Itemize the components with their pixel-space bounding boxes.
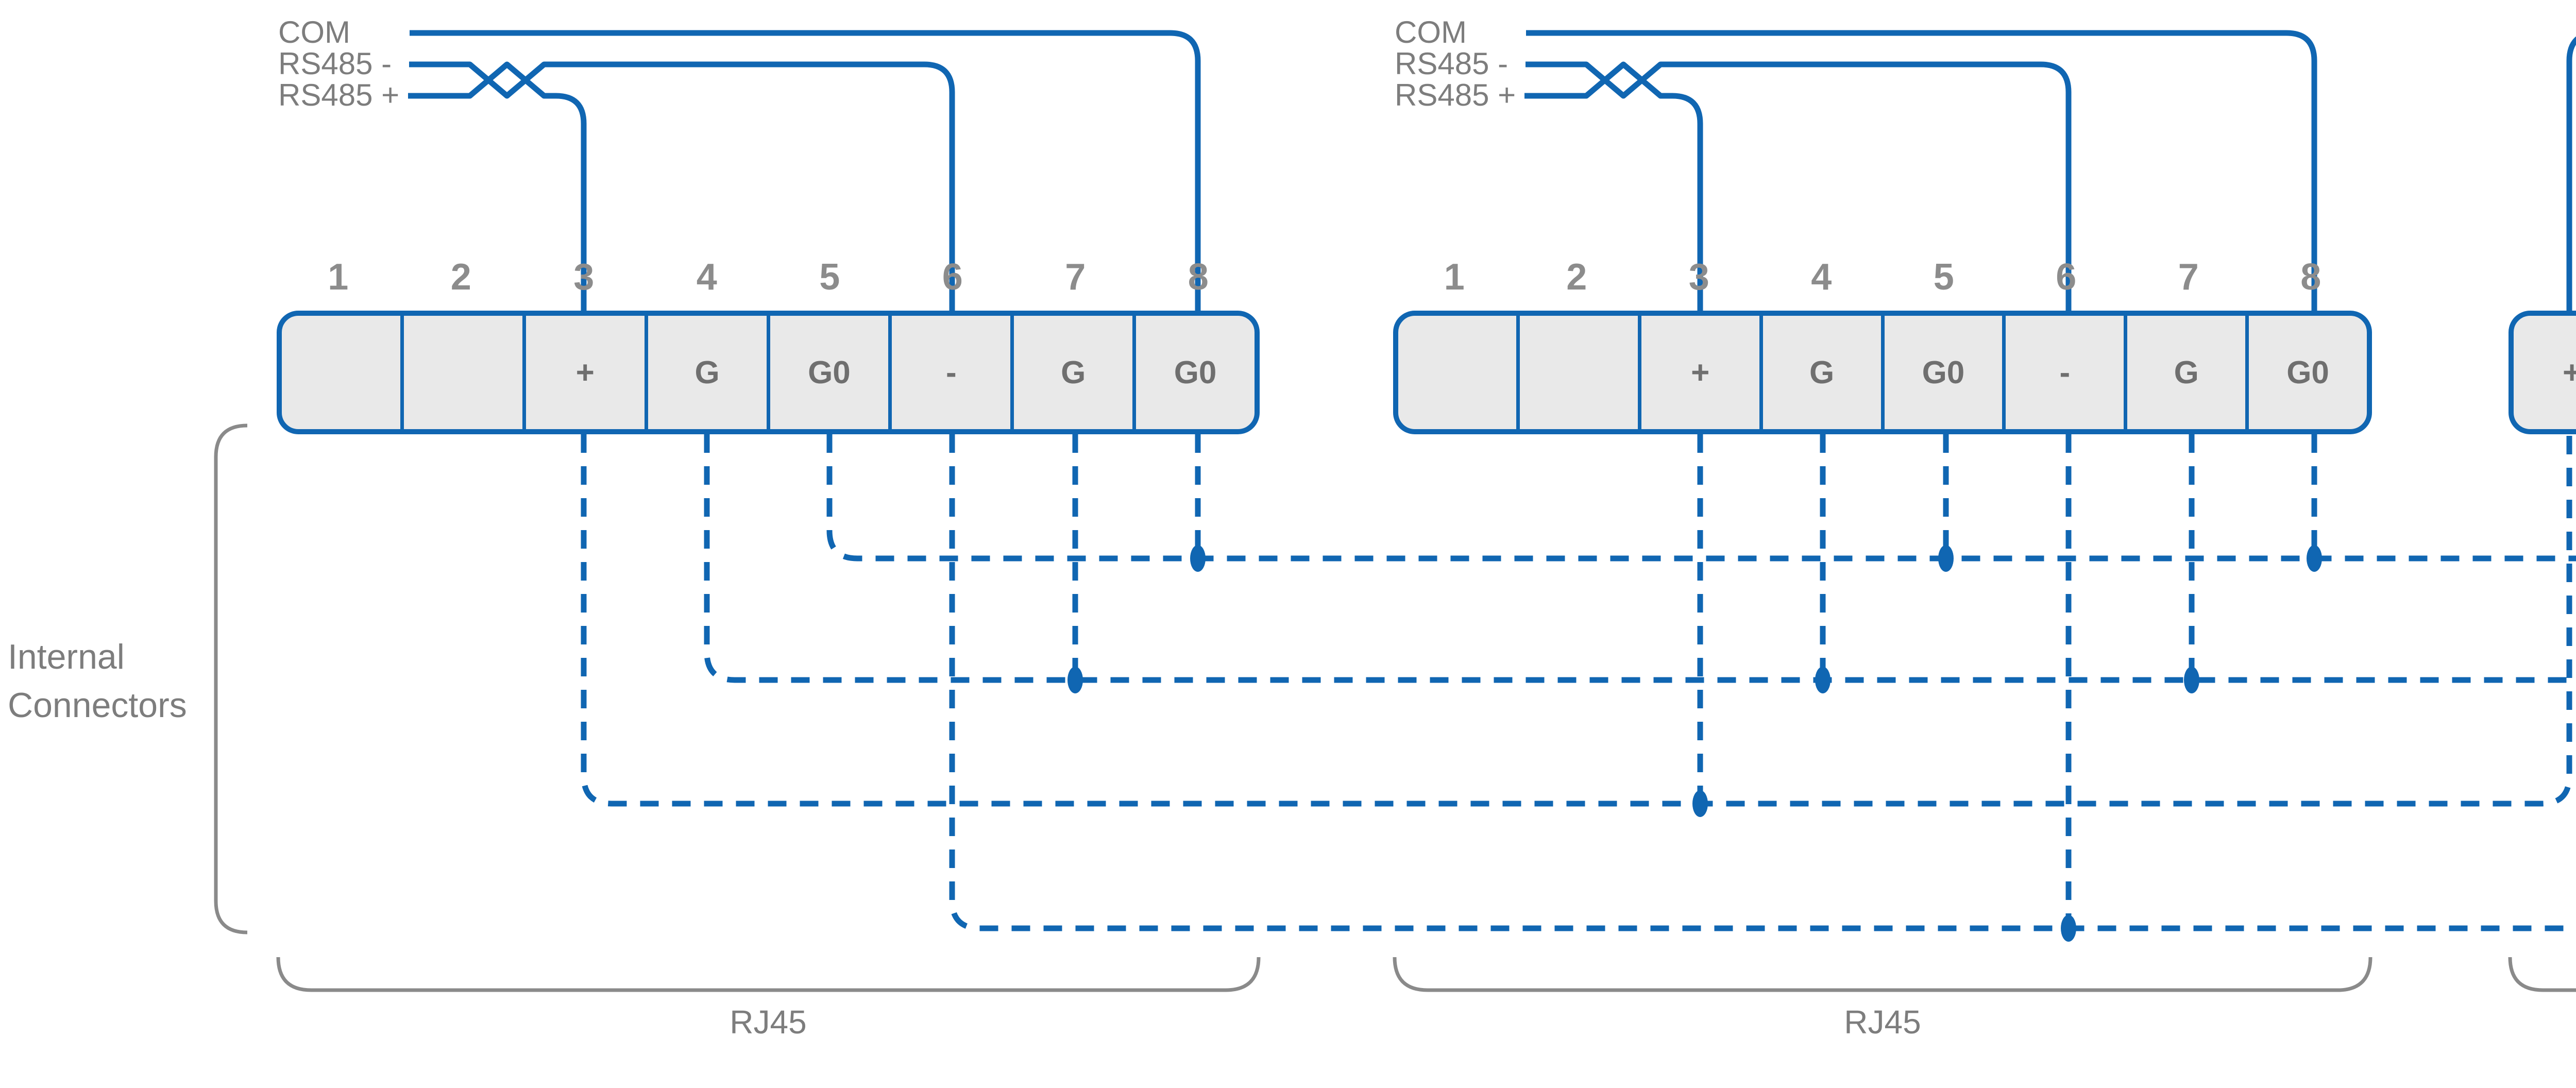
pin-number: 7 xyxy=(1065,257,1086,298)
terminal-cell: - xyxy=(2002,316,2124,429)
rj45-connector-a: + G G0 - G G0 xyxy=(277,311,1260,434)
net-plus-bus xyxy=(581,434,2572,807)
net-g0-bus xyxy=(826,434,2576,562)
pin-number: 4 xyxy=(696,257,717,298)
rj45-b-pin-numbers: 1 2 3 4 5 6 7 8 xyxy=(1393,253,2372,301)
internal-connectors-brace xyxy=(214,423,248,934)
rj45-connector-b: + G G0 - G G0 xyxy=(1393,311,2372,434)
pin-number: 2 xyxy=(1566,257,1587,298)
terminal-cell: G0 xyxy=(2245,316,2367,429)
terminal-cell: - xyxy=(888,316,1010,429)
pin-number: 1 xyxy=(1444,257,1465,298)
pin-number: 8 xyxy=(1188,257,1209,298)
pin-number: 3 xyxy=(1688,257,1709,298)
rj45-b-caption: RJ45 xyxy=(1844,1004,1921,1041)
pin-number: 6 xyxy=(942,257,963,298)
screw-terminal-brace xyxy=(2508,957,2576,992)
screw-caption-line: Screw xyxy=(2509,995,2576,1036)
pin-number: 1 xyxy=(328,257,349,298)
screw-terminal-caption: Screw Terminal xyxy=(2509,995,2576,1078)
junction-dots xyxy=(1067,545,2322,942)
rj45-a-caption: RJ45 xyxy=(730,1004,807,1041)
terminal-cell: G0 xyxy=(1132,316,1255,429)
screw-terminal-block: + - G0 G xyxy=(2509,311,2576,434)
wire-rs485plus-b xyxy=(1524,61,1703,313)
terminal-cell: + xyxy=(1637,316,1759,429)
terminal-cell xyxy=(282,316,400,429)
pin-number: 7 xyxy=(2178,257,2199,298)
pin-number: 8 xyxy=(2300,257,2321,298)
terminal-cell: G xyxy=(1010,316,1132,429)
pin-number: 5 xyxy=(1933,257,1954,298)
label-rs485minus-a: RS485 - xyxy=(278,46,392,81)
pin-number: 5 xyxy=(819,257,840,298)
annotation-braces xyxy=(214,423,2576,992)
pin-number: 6 xyxy=(2056,257,2077,298)
screw-caption-line: Terminal xyxy=(2509,1036,2576,1078)
terminal-cell: + xyxy=(522,316,645,429)
net-minus-bus xyxy=(949,434,2576,931)
wire-screw-plus xyxy=(2566,36,2576,313)
screw-output-wires xyxy=(2566,36,2576,313)
terminal-cell xyxy=(1516,316,1638,429)
terminal-cell xyxy=(1398,316,1516,429)
terminal-cell: + xyxy=(2563,354,2576,390)
pin-number: 4 xyxy=(1811,257,1832,298)
pin-number: 2 xyxy=(450,257,471,298)
terminal-cell: G xyxy=(644,316,767,429)
terminal-cell: G0 xyxy=(1880,316,2003,429)
label-rs485plus-a: RS485 + xyxy=(278,77,400,112)
terminal-cell: G xyxy=(2124,316,2245,429)
wire-rs485plus-a xyxy=(408,61,587,313)
internal-connector-nets xyxy=(581,434,2576,931)
label-com-b: COM xyxy=(1395,14,1467,49)
terminal-cell: G0 xyxy=(766,316,889,429)
wire-com-b xyxy=(1526,30,2317,313)
rj45-a-brace xyxy=(276,957,1261,992)
label-rs485minus-b: RS485 - xyxy=(1395,46,1509,81)
internal-connectors-line: Connectors xyxy=(8,686,187,725)
internal-connectors-label: Internal Connectors xyxy=(8,633,224,729)
terminal-cell: G xyxy=(1759,316,1881,429)
label-com-a: COM xyxy=(278,14,350,49)
wire-rs485minus-b xyxy=(1526,61,2072,313)
rj45-a-input-wires xyxy=(408,30,1201,313)
rj45-a-pin-numbers: 1 2 3 4 5 6 7 8 xyxy=(277,253,1260,301)
rj45-b-brace xyxy=(1393,957,2372,992)
wire-rs485minus-a xyxy=(409,61,955,313)
internal-connectors-line: Internal xyxy=(8,637,125,676)
terminal-cell xyxy=(400,316,522,429)
label-rs485plus-b: RS485 + xyxy=(1395,77,1516,112)
wire-com-a xyxy=(410,30,1201,313)
pin-number: 3 xyxy=(573,257,595,298)
rj45-b-input-wires xyxy=(1524,30,2317,313)
